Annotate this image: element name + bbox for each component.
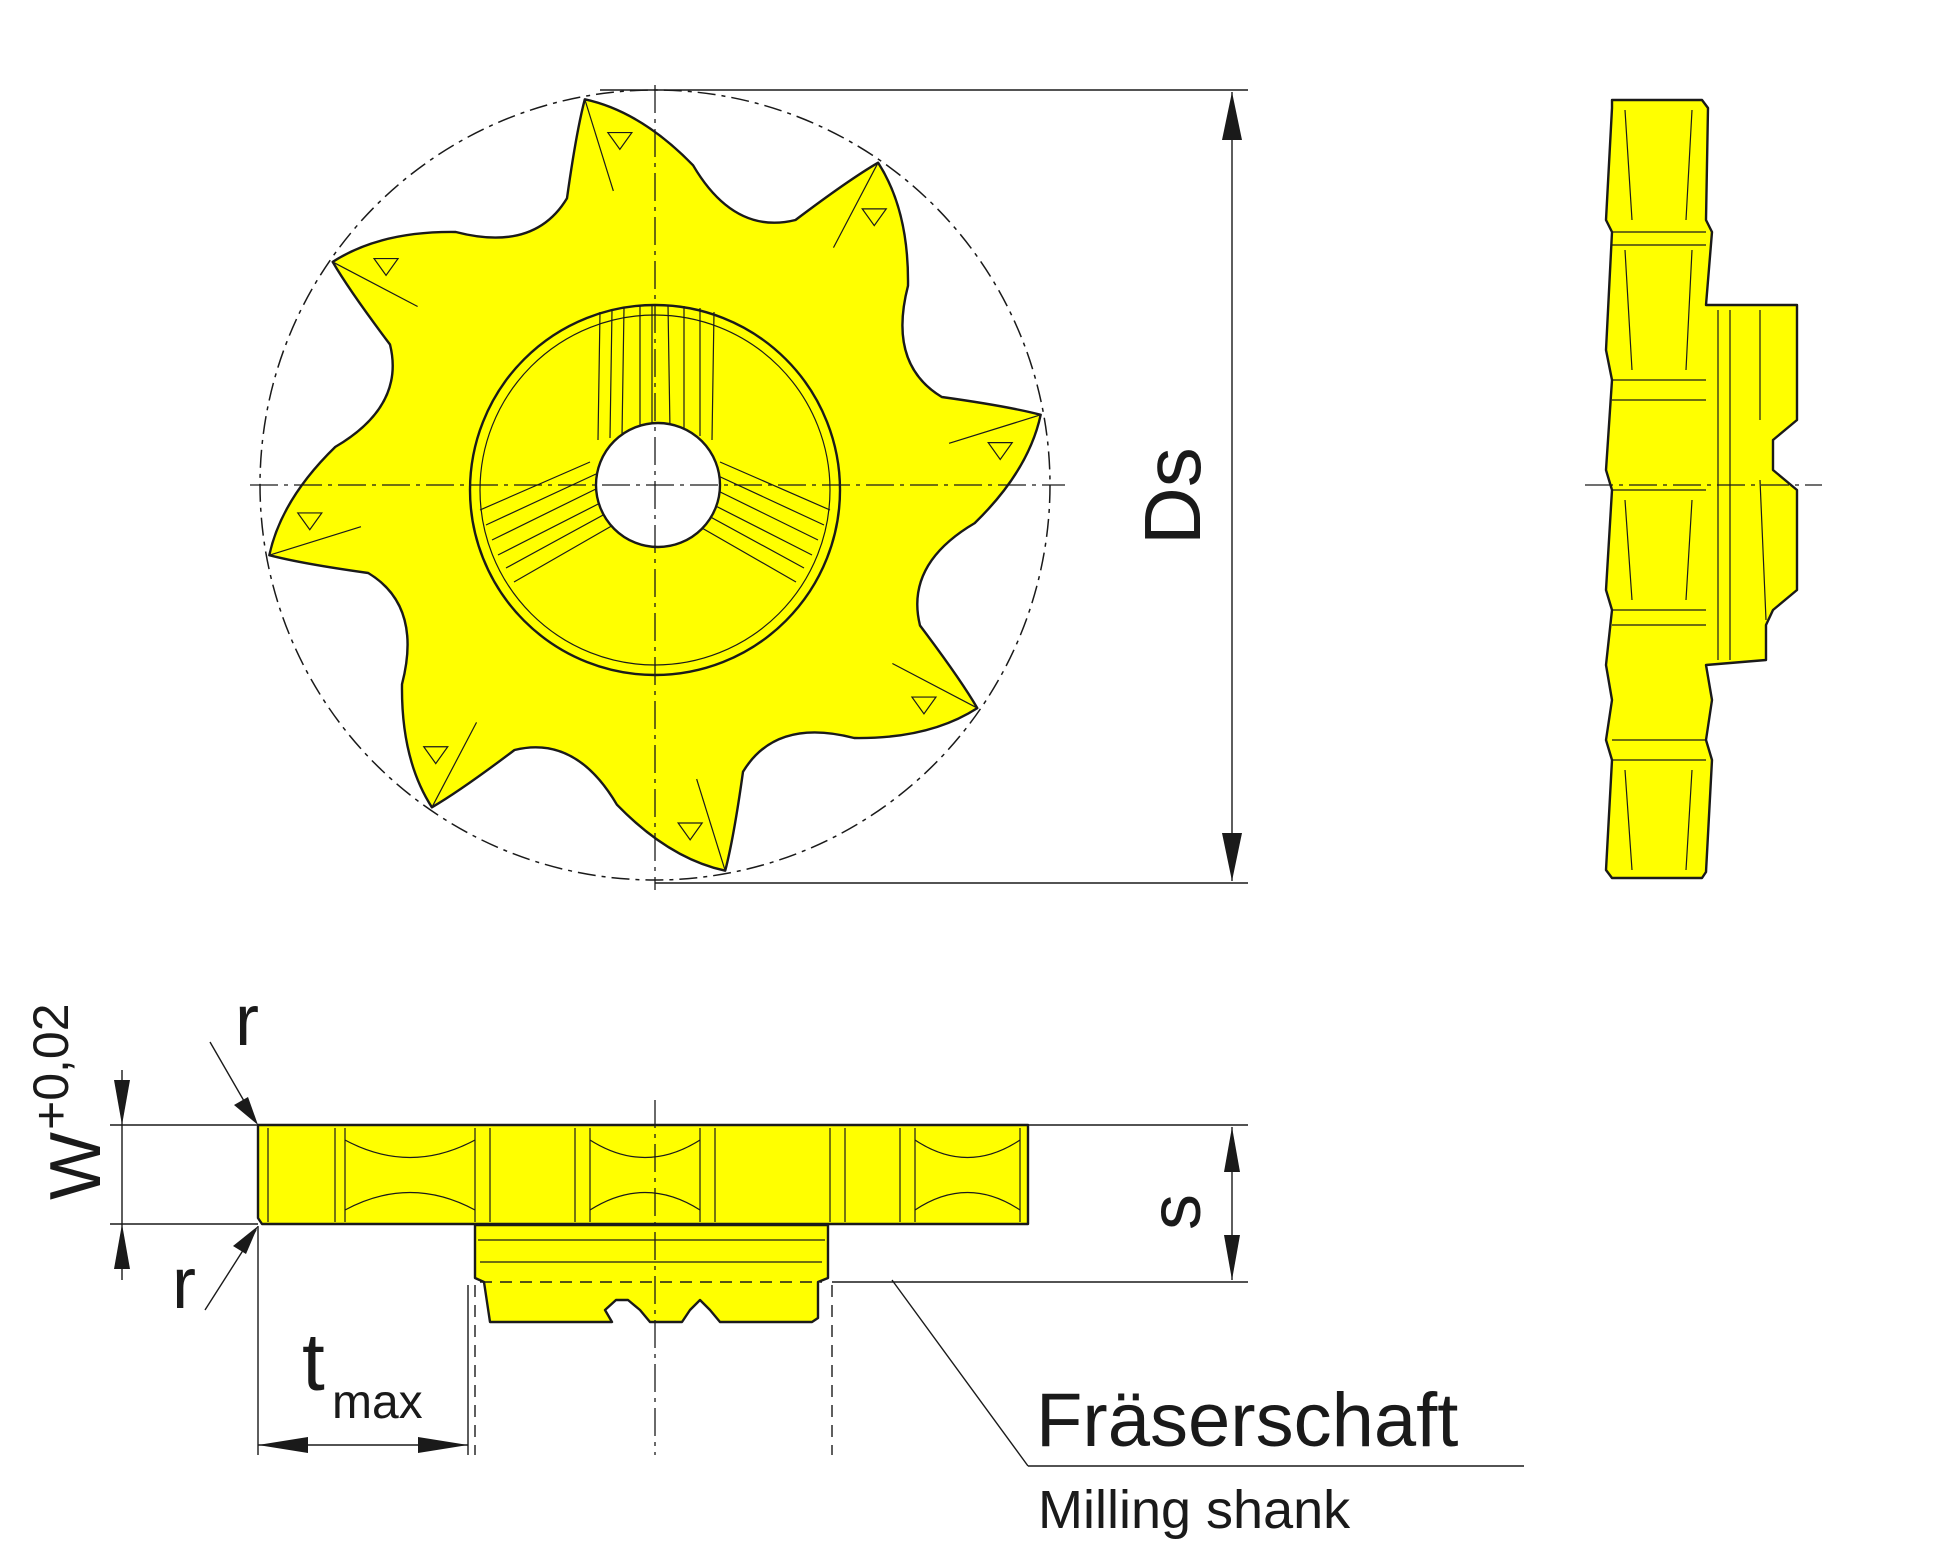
- teeth-details: [269, 99, 1041, 871]
- front-view: [250, 85, 1065, 890]
- thickness-dimension: s: [832, 1124, 1248, 1283]
- profile-view: [256, 1100, 1030, 1455]
- side-view-body: [1604, 98, 1799, 880]
- tooth-marker: [910, 696, 938, 715]
- tooth-marker: [606, 131, 634, 151]
- tooth-face-line: [948, 414, 1041, 444]
- tooth-face-line: [332, 261, 418, 308]
- hub-spokes: [479, 304, 831, 583]
- radius-label-top: r: [235, 981, 259, 1061]
- diameter-dimension: Ds: [600, 89, 1248, 884]
- tooth-face-line: [832, 162, 879, 248]
- side-view: [1585, 98, 1822, 880]
- tooth-face-line: [584, 99, 614, 192]
- depth-label: t: [302, 1317, 325, 1408]
- tooth-marker: [676, 822, 704, 841]
- tooth-face-line: [696, 778, 726, 871]
- cutter-profile-body: [256, 1123, 1030, 1226]
- depth-dimension: t max: [257, 1226, 469, 1455]
- width-tolerance: +0,02: [23, 1003, 79, 1130]
- radius-label-bottom: r: [172, 1244, 196, 1324]
- profile-flute-curve: [914, 1139, 1021, 1211]
- shank-label-de: Fräserschaft: [1036, 1378, 1458, 1463]
- tooth-face-line: [892, 662, 978, 709]
- depth-subscript: max: [332, 1376, 423, 1429]
- tooth-marker: [422, 746, 449, 765]
- tooth-face-line: [431, 722, 478, 808]
- shank-body: [473, 1223, 830, 1324]
- radius-annotations: r r: [172, 981, 259, 1324]
- shank-label-en: Milling shank: [1038, 1480, 1351, 1540]
- tooth-marker: [372, 257, 400, 277]
- width-symbol: W: [36, 1132, 116, 1200]
- width-dimension: W +0,02: [23, 1003, 258, 1280]
- tooth-marker: [987, 442, 1014, 461]
- tooth-marker: [296, 512, 323, 531]
- tooth-marker: [861, 208, 888, 227]
- shank-callout: Fräserschaft Milling shank: [891, 1279, 1524, 1540]
- tooth-face-line: [269, 526, 362, 556]
- profile-flute-curve: [589, 1139, 701, 1211]
- profile-flute-curve: [344, 1139, 476, 1211]
- diameter-label: Ds: [1128, 447, 1217, 545]
- thickness-label: s: [1136, 1194, 1216, 1230]
- profile-segments: [267, 1128, 1021, 1222]
